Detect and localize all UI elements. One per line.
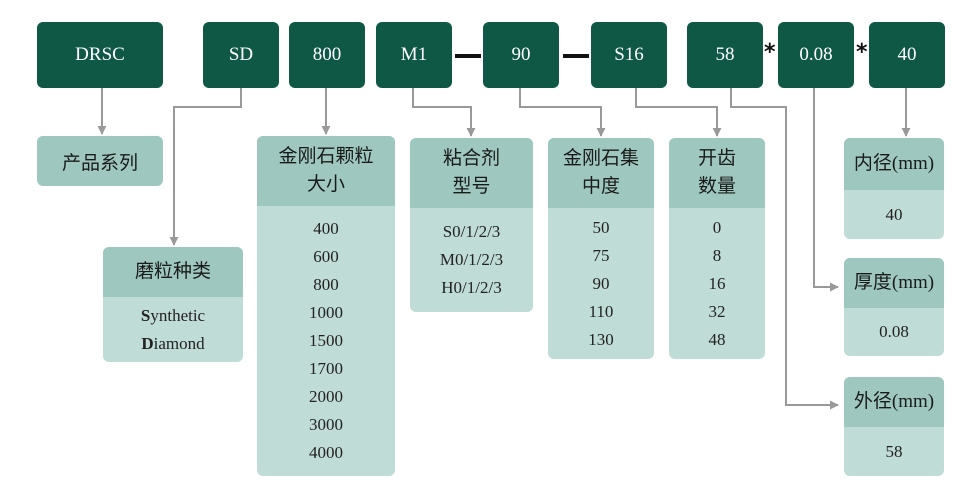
inner-diameter-value: 40 [844,190,944,239]
grit-value: 1500 [309,331,343,350]
code-58: 58 [687,22,763,88]
arrow-008-to-thickness [813,88,839,292]
grit-value: 800 [313,275,339,294]
outer-diameter-number: 58 [885,441,903,461]
arrow-90-to-concentration [519,88,606,137]
teeth-value: 48 [708,329,726,349]
grit-value: 600 [313,247,339,266]
abrasive-body: Synthetic Diamond [103,297,243,362]
concentration-box: 金刚石集中度 50 75 90 110 130 [548,138,654,359]
teeth-value: 8 [712,245,722,265]
concentration-title: 金刚石集中度 [548,138,654,208]
arrow-58-to-outer [730,88,839,410]
series-box: 产品系列 [37,136,163,186]
teeth-title: 开齿数量 [669,138,765,208]
grit-title: 金刚石颗粒大小 [257,136,395,206]
thickness-box: 厚度(mm) 0.08 [844,258,944,356]
concentration-value: 110 [588,301,614,321]
dash-separator [455,54,481,58]
inner-diameter-title: 内径(mm) [844,138,944,190]
dash-separator [563,54,589,58]
bond-title: 粘合剂型号 [410,138,533,208]
bond-value: H0/1/2/3 [441,278,502,297]
arrow-m1-to-bond [412,88,476,137]
arrow-s16-to-teeth [635,88,722,137]
code-m1: M1 [376,22,452,88]
concentration-values: 50 75 90 110 130 [548,208,654,359]
star-separator: * [764,40,776,65]
grit-value: 4000 [309,443,343,462]
grit-value: 2000 [309,387,343,406]
grit-value: 1000 [309,303,343,322]
arrow-sd-to-abrasive [169,88,242,246]
bond-value: M0/1/2/3 [439,250,504,269]
concentration-value: 50 [592,217,610,237]
concentration-value: 90 [592,273,610,293]
outer-diameter-title: 外径(mm) [844,377,944,427]
teeth-values: 0 8 16 32 48 [669,208,765,359]
code-40: 40 [869,22,945,88]
bond-values: S0/1/2/3 M0/1/2/3 H0/1/2/3 [410,208,533,312]
grit-value: 1700 [309,359,343,378]
code-008: 0.08 [778,22,854,88]
bond-value: S0/1/2/3 [442,222,501,241]
grit-value: 3000 [309,415,343,434]
thickness-value: 0.08 [844,308,944,356]
teeth-value: 16 [708,273,726,293]
code-sd: SD [203,22,279,88]
teeth-value: 32 [708,301,726,321]
code-800: 800 [289,22,365,88]
code-90: 90 [483,22,559,88]
grit-box: 金刚石颗粒大小 400 600 800 1000 1500 1700 2000 … [257,136,395,476]
thickness-number: 0.08 [879,322,909,341]
code-s16: S16 [591,22,667,88]
concentration-value: 130 [588,329,614,349]
concentration-value: 75 [592,245,610,265]
outer-diameter-box: 外径(mm) 58 [844,377,944,476]
grit-values: 400 600 800 1000 1500 1700 2000 3000 400… [257,206,395,476]
teeth-value: 0 [712,217,722,237]
grit-value: 400 [313,219,339,238]
abrasive-title: 磨粒种类 [103,247,243,297]
teeth-box: 开齿数量 0 8 16 32 48 [669,138,765,359]
thickness-title: 厚度(mm) [844,258,944,308]
inner-diameter-box: 内径(mm) 40 [844,138,944,239]
inner-diameter-number: 40 [885,204,903,224]
bond-box: 粘合剂型号 S0/1/2/3 M0/1/2/3 H0/1/2/3 [410,138,533,312]
abrasive-line-diamond: Diamond [141,333,205,353]
outer-diameter-value: 58 [844,427,944,476]
code-drsc: DRSC [37,22,163,88]
abrasive-line-synthetic: Synthetic [140,305,206,325]
star-separator: * [856,40,868,65]
abrasive-box: 磨粒种类 Synthetic Diamond [103,247,243,362]
